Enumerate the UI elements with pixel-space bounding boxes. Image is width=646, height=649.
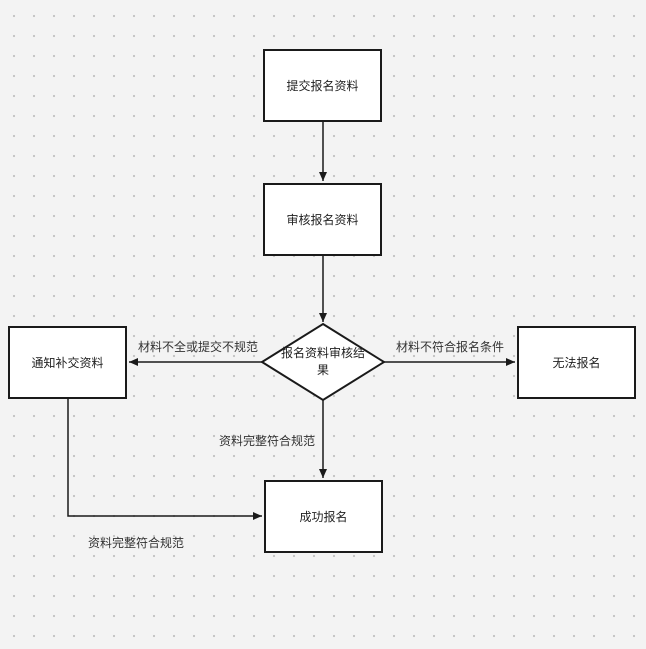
edge-label-complete-loop: 资料完整符合规范: [88, 536, 185, 550]
edge-notify-to-success: [67, 398, 262, 520]
edge-label-complete-down: 资料完整符合规范: [219, 434, 316, 448]
node-review-application: 审核报名资料: [263, 183, 382, 256]
node-notify-resubmit-label: 通知补交资料: [31, 356, 104, 370]
node-submit-application: 提交报名资料: [263, 49, 382, 122]
edge-label-incomplete: 材料不全或提交不规范: [138, 340, 259, 354]
node-review-application-label: 审核报名资料: [286, 213, 359, 227]
decision-diamond: [260, 322, 386, 402]
node-cannot-register-label: 无法报名: [552, 356, 601, 370]
edge-label-ineligible: 材料不符合报名条件: [396, 340, 505, 354]
node-registration-success-label: 成功报名: [299, 510, 348, 524]
node-notify-resubmit: 通知补交资料: [8, 326, 127, 399]
node-cannot-register: 无法报名: [517, 326, 636, 399]
node-registration-success: 成功报名: [264, 480, 383, 553]
node-submit-application-label: 提交报名资料: [286, 79, 359, 93]
decision-label: 报名资料审核结果: [280, 346, 365, 377]
